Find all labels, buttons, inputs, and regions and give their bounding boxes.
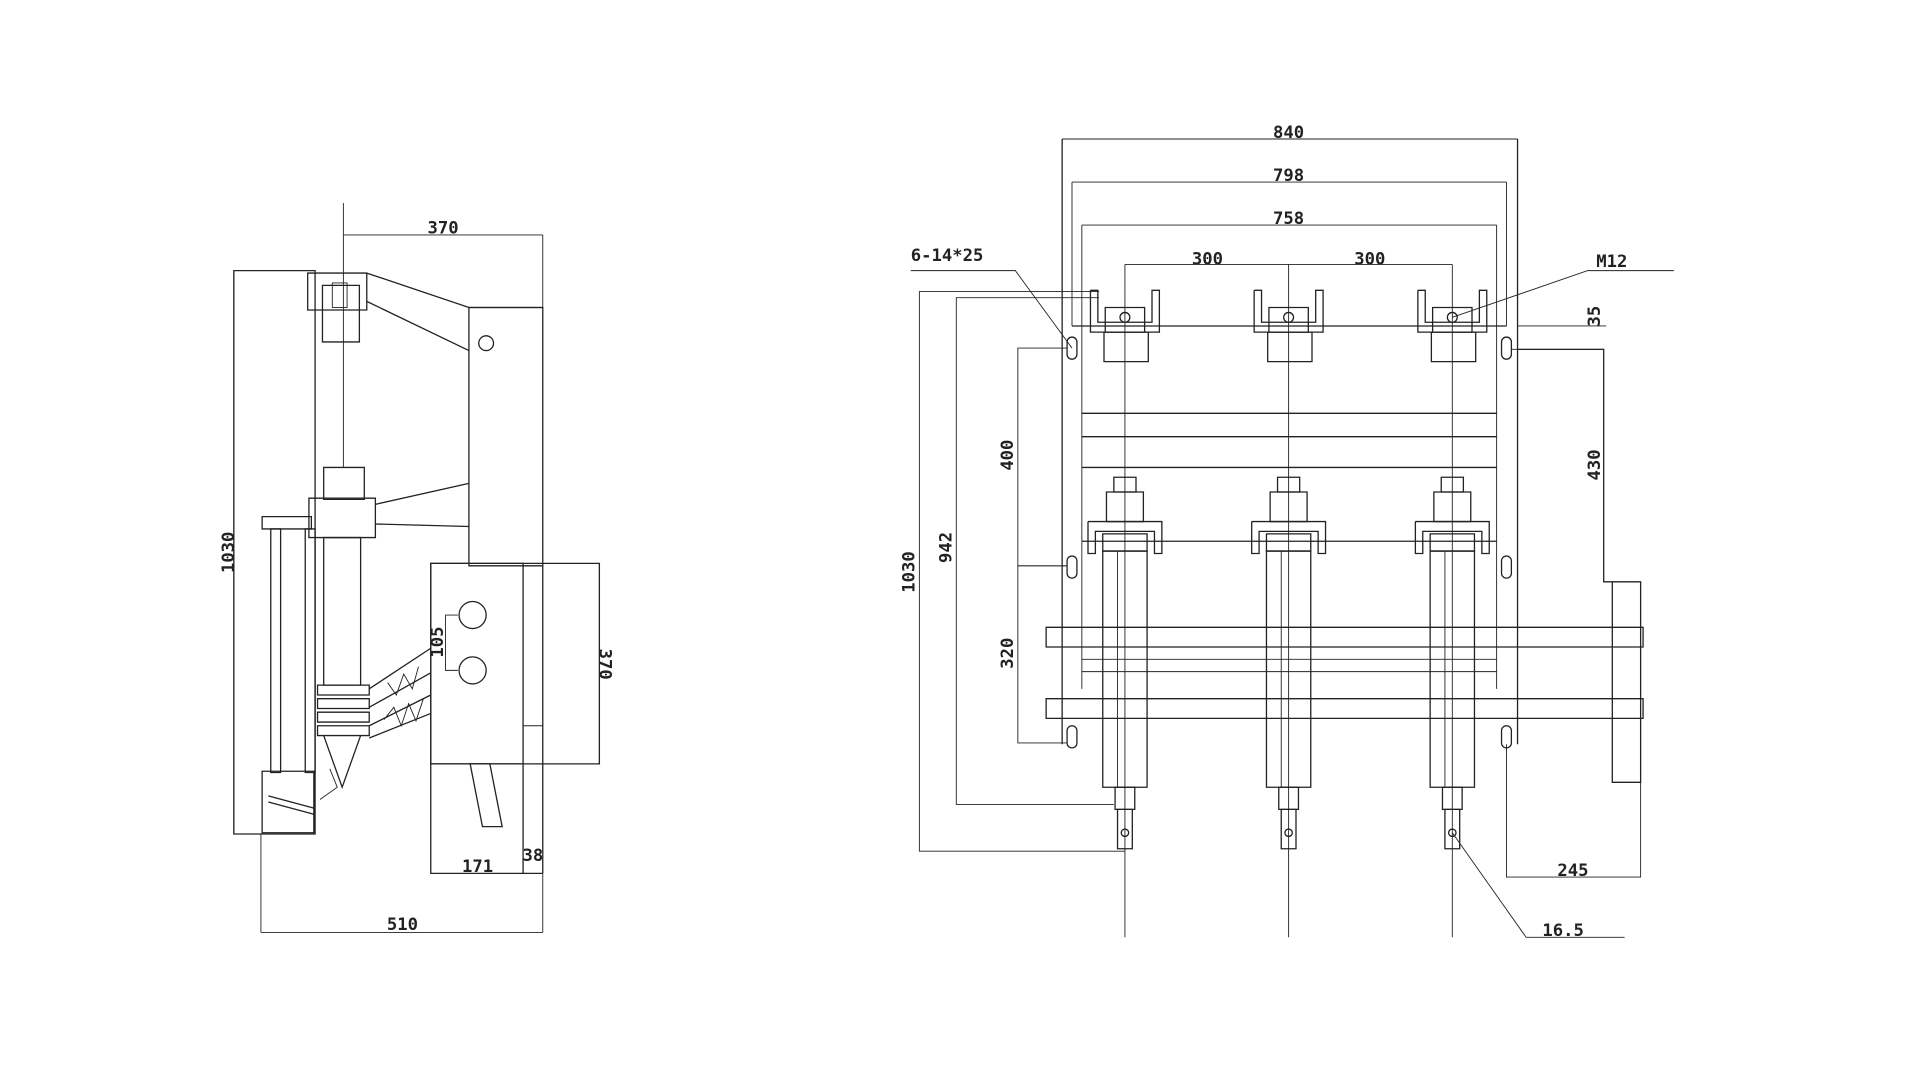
- dim-front-height-inner: 942: [936, 532, 956, 563]
- dim-side-total-width: 510: [387, 915, 418, 935]
- dim-side-hole-spacing: 105: [428, 627, 448, 658]
- dim-front-bottom-right: 245: [1557, 861, 1588, 881]
- side-view: 370 1030 510 370 105 171 38: [219, 203, 614, 935]
- front-busbar-upper: [1046, 627, 1643, 647]
- dim-front-height-right: 430: [1585, 449, 1605, 480]
- front-pole-3: [1415, 290, 1489, 937]
- dim-front-mid-width: 798: [1273, 166, 1304, 186]
- dim-front-upper-holes: 400: [998, 440, 1018, 471]
- front-pole-2: [1252, 264, 1326, 937]
- dim-front-hole-callout: 6-14*25: [911, 246, 984, 266]
- dim-side-base-offset: 38: [523, 846, 544, 866]
- dim-front-lower-holes: 320: [998, 638, 1018, 669]
- side-frame-outline: [234, 271, 315, 834]
- dim-front-inner-width: 758: [1273, 209, 1304, 229]
- dim-front-top-offset: 35: [1585, 306, 1605, 327]
- dim-side-top-width: 370: [428, 219, 459, 239]
- dim-side-base-width: 171: [462, 857, 493, 877]
- dim-front-overall-width: 840: [1273, 123, 1304, 143]
- front-view: 840 798 758 300 300 6-14*25 M12 35 430 1…: [899, 123, 1673, 941]
- side-mounting-plate: [469, 308, 543, 566]
- dim-side-height: 1030: [219, 532, 239, 573]
- dim-front-terminal-hole: 16.5: [1542, 921, 1583, 941]
- dim-front-height-outer: 1030: [899, 551, 919, 592]
- dim-side-box-height: 370: [594, 649, 614, 680]
- dim-front-pole-spacing-left: 300: [1192, 249, 1223, 269]
- side-actuator-block: [309, 498, 375, 537]
- front-busbar-lower: [1046, 699, 1643, 719]
- front-pole-1: [1088, 290, 1162, 937]
- dim-front-pole-spacing-right: 300: [1354, 249, 1385, 269]
- dim-front-bolt-callout: M12: [1596, 252, 1627, 272]
- side-control-box: [431, 563, 600, 764]
